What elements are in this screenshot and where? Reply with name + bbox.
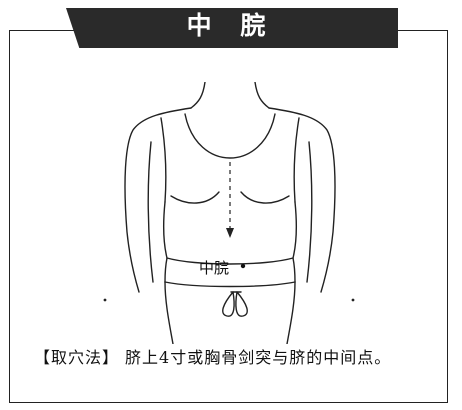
acupoint-label: 中脘 — [199, 259, 230, 277]
caption-text: 脐上4寸或胸骨剑突与脐的中间点。 — [125, 348, 392, 367]
acupoint-marker — [240, 263, 246, 269]
page-title: 中 脘 — [186, 11, 276, 40]
torso-illustration — [103, 82, 355, 344]
caption-label: 【取穴法】 — [34, 348, 120, 367]
caption: 【取穴法】脐上4寸或胸骨剑突与脐的中间点。 — [34, 344, 436, 371]
card-frame — [9, 30, 448, 403]
title-banner — [66, 8, 398, 48]
